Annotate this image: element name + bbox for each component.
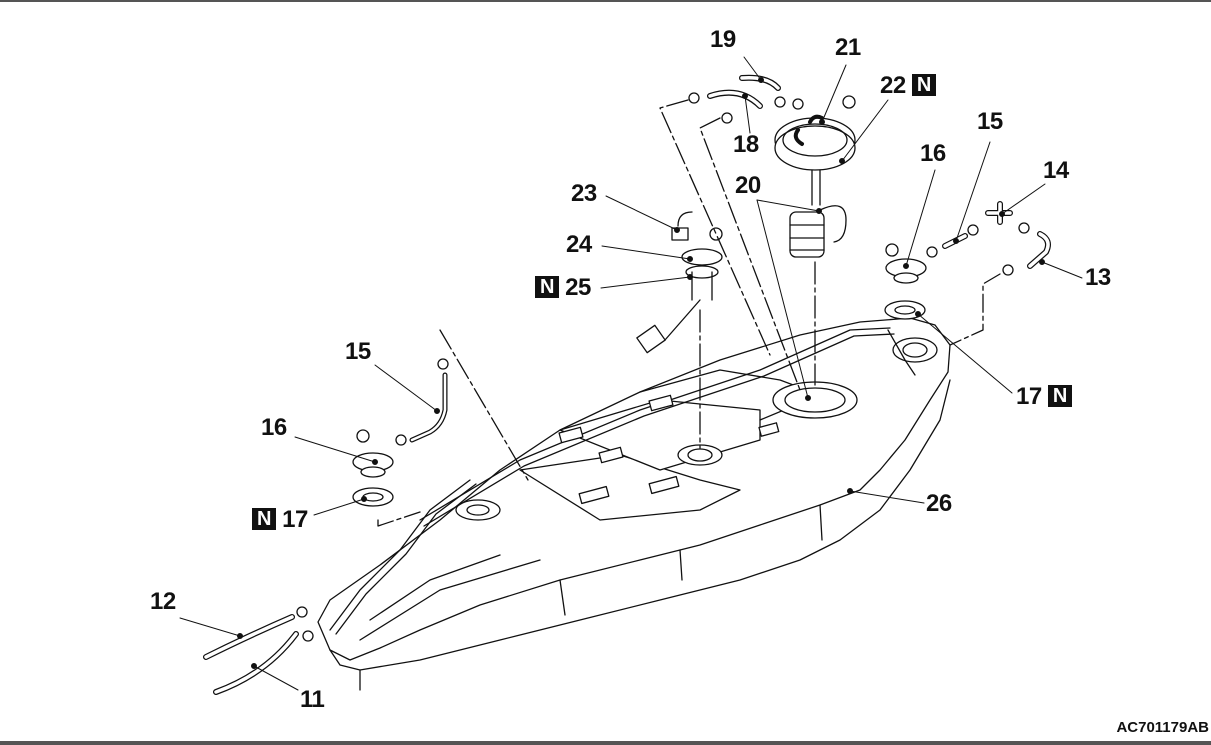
callout-24: 24 [566,231,592,258]
leader-lines [179,56,1083,691]
top-border [0,0,1211,2]
callout-15-right: 15 [977,108,1003,135]
figure-code: AC701179AB [1116,719,1209,736]
callout-19: 19 [710,26,736,53]
new-part-badge: N [535,276,559,298]
fuel-gauge-unit [636,211,723,354]
callout-23: 23 [571,180,597,207]
new-part-badge: N [911,74,936,96]
part-number: 17 [1016,383,1042,410]
callout-20: 20 [735,172,761,199]
callout-25: N 25 [535,276,591,300]
assembly-centerlines [377,261,816,527]
callout-16-left: 16 [261,414,287,441]
part-number: 22 [880,72,906,99]
callout-11: 11 [300,686,325,713]
part-number: 17 [282,506,308,533]
callout-18: 18 [733,131,759,158]
callout-21: 21 [835,34,861,61]
callout-16-right: 16 [920,140,946,167]
bottom-hoses [203,606,314,695]
part-number: 25 [565,274,591,301]
callout-13: 13 [1085,264,1111,291]
callout-22: 22 N [880,74,936,98]
callout-17-left: N 17 [252,508,308,532]
callout-14: 14 [1043,157,1069,184]
new-part-badge: N [252,508,276,530]
callout-15-left: 15 [345,338,371,365]
new-part-badge: N [1047,385,1072,407]
bottom-border [0,741,1211,745]
callout-17-right: 17 N [1016,385,1072,409]
fuel-tank [317,317,951,691]
fuel-pump-assembly [774,95,856,258]
callout-26: 26 [926,490,952,517]
left-cap-assembly [352,358,449,507]
callout-12: 12 [150,588,176,615]
